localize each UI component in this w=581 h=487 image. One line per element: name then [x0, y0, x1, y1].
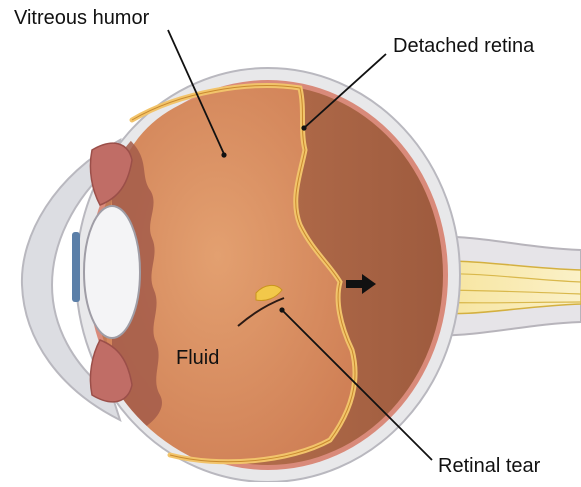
label-vitreous-humor: Vitreous humor [14, 8, 149, 28]
iris [72, 232, 80, 302]
label-detached-retina: Detached retina [393, 36, 534, 56]
label-fluid: Fluid [176, 348, 219, 368]
lens [84, 206, 140, 338]
label-retinal-tear: Retinal tear [438, 456, 540, 476]
